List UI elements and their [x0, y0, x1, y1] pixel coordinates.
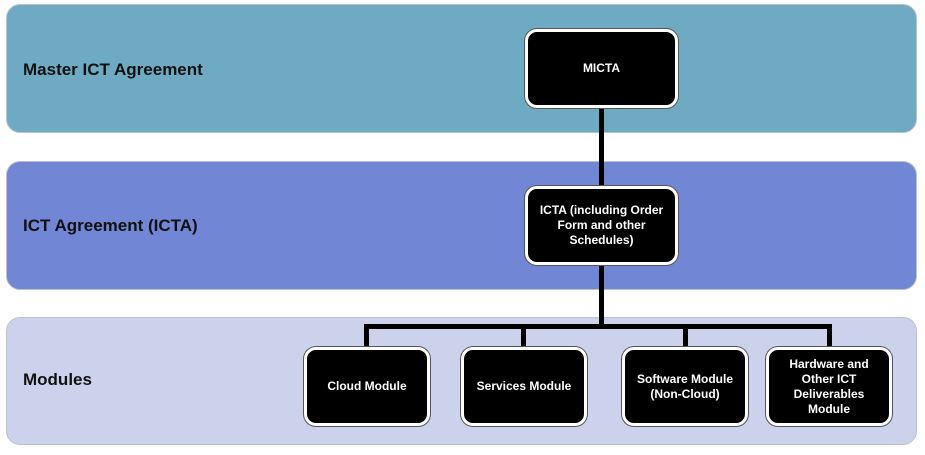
band-label: Master ICT Agreement [23, 60, 203, 79]
connector-software [683, 324, 688, 351]
node-software-module: Software Module (Non-Cloud) [622, 347, 748, 426]
connector-services [521, 324, 526, 351]
node-cloud-module: Cloud Module [304, 347, 430, 426]
node-icta: ICTA (including Order Form and other Sch… [525, 186, 678, 265]
connector-horizontal-bus [364, 324, 832, 329]
band-label: ICT Agreement (ICTA) [23, 216, 198, 235]
band-master-ict-agreement: Master ICT Agreement [6, 4, 917, 133]
connector-cloud [364, 324, 369, 351]
node-services-module: Services Module [461, 347, 587, 426]
band-label: Modules [23, 370, 92, 389]
connector-icta-bus [599, 262, 604, 328]
node-hardware-module: Hardware and Other ICT Deliverables Modu… [766, 347, 892, 426]
node-micta: MICTA [525, 29, 678, 108]
connector-micta-icta [599, 106, 604, 190]
band-ict-agreement: ICT Agreement (ICTA) [6, 161, 917, 290]
connector-hardware [827, 324, 832, 351]
